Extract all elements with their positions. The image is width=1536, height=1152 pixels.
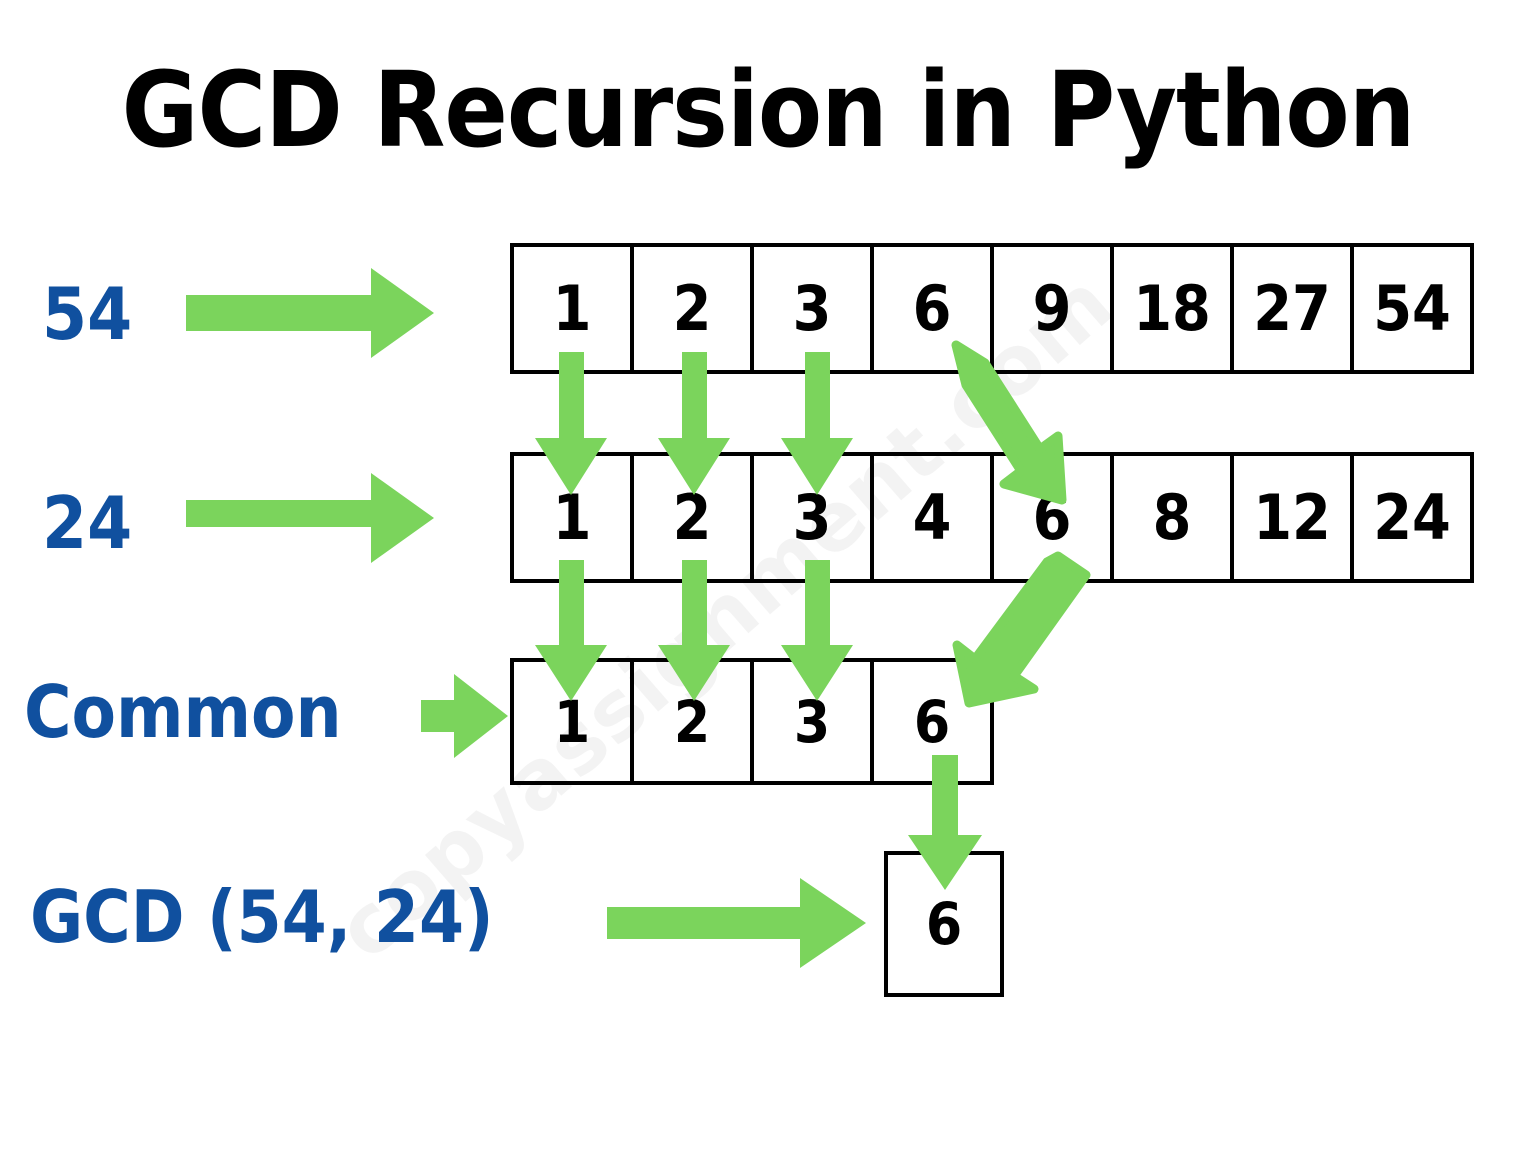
cell-divisor: 3 <box>750 243 874 374</box>
divisors-row-54: 1 2 3 6 9 18 27 54 <box>510 243 1474 374</box>
cell-common-divisor: 1 <box>510 658 634 785</box>
divisors-row-24: 1 2 3 4 6 8 12 24 <box>510 452 1474 583</box>
gcd-result-box: 6 <box>884 851 1004 997</box>
cell-divisor: 18 <box>1110 243 1234 374</box>
cell-divisor: 2 <box>630 243 754 374</box>
cell-divisor: 24 <box>1350 452 1474 583</box>
cell-divisor: 12 <box>1230 452 1354 583</box>
row-label-gcd: GCD (54, 24) <box>30 875 494 959</box>
cell-divisor: 54 <box>1350 243 1474 374</box>
arrow-right-icon <box>421 674 508 758</box>
cell-divisor: 8 <box>1110 452 1234 583</box>
page-title: GCD Recursion in Python <box>121 49 1416 171</box>
cell-common-divisor: 3 <box>750 658 874 785</box>
cell-divisor: 6 <box>870 243 994 374</box>
cell-common-divisor: 2 <box>630 658 754 785</box>
cell-divisor: 6 <box>990 452 1114 583</box>
cell-divisor: 3 <box>750 452 874 583</box>
arrow-right-icon <box>186 268 434 358</box>
cell-divisor: 9 <box>990 243 1114 374</box>
cell-divisor: 2 <box>630 452 754 583</box>
cell-divisor: 1 <box>510 243 634 374</box>
cell-divisor: 4 <box>870 452 994 583</box>
common-divisors-row: 1 2 3 6 <box>510 658 994 785</box>
arrow-right-icon <box>607 878 866 968</box>
row-label-common: Common <box>24 670 342 754</box>
arrow-right-icon <box>186 473 434 563</box>
cell-divisor: 1 <box>510 452 634 583</box>
cell-common-divisor: 6 <box>870 658 994 785</box>
cell-divisor: 27 <box>1230 243 1354 374</box>
row-label-54: 54 <box>42 272 133 356</box>
row-label-24: 24 <box>42 481 133 565</box>
